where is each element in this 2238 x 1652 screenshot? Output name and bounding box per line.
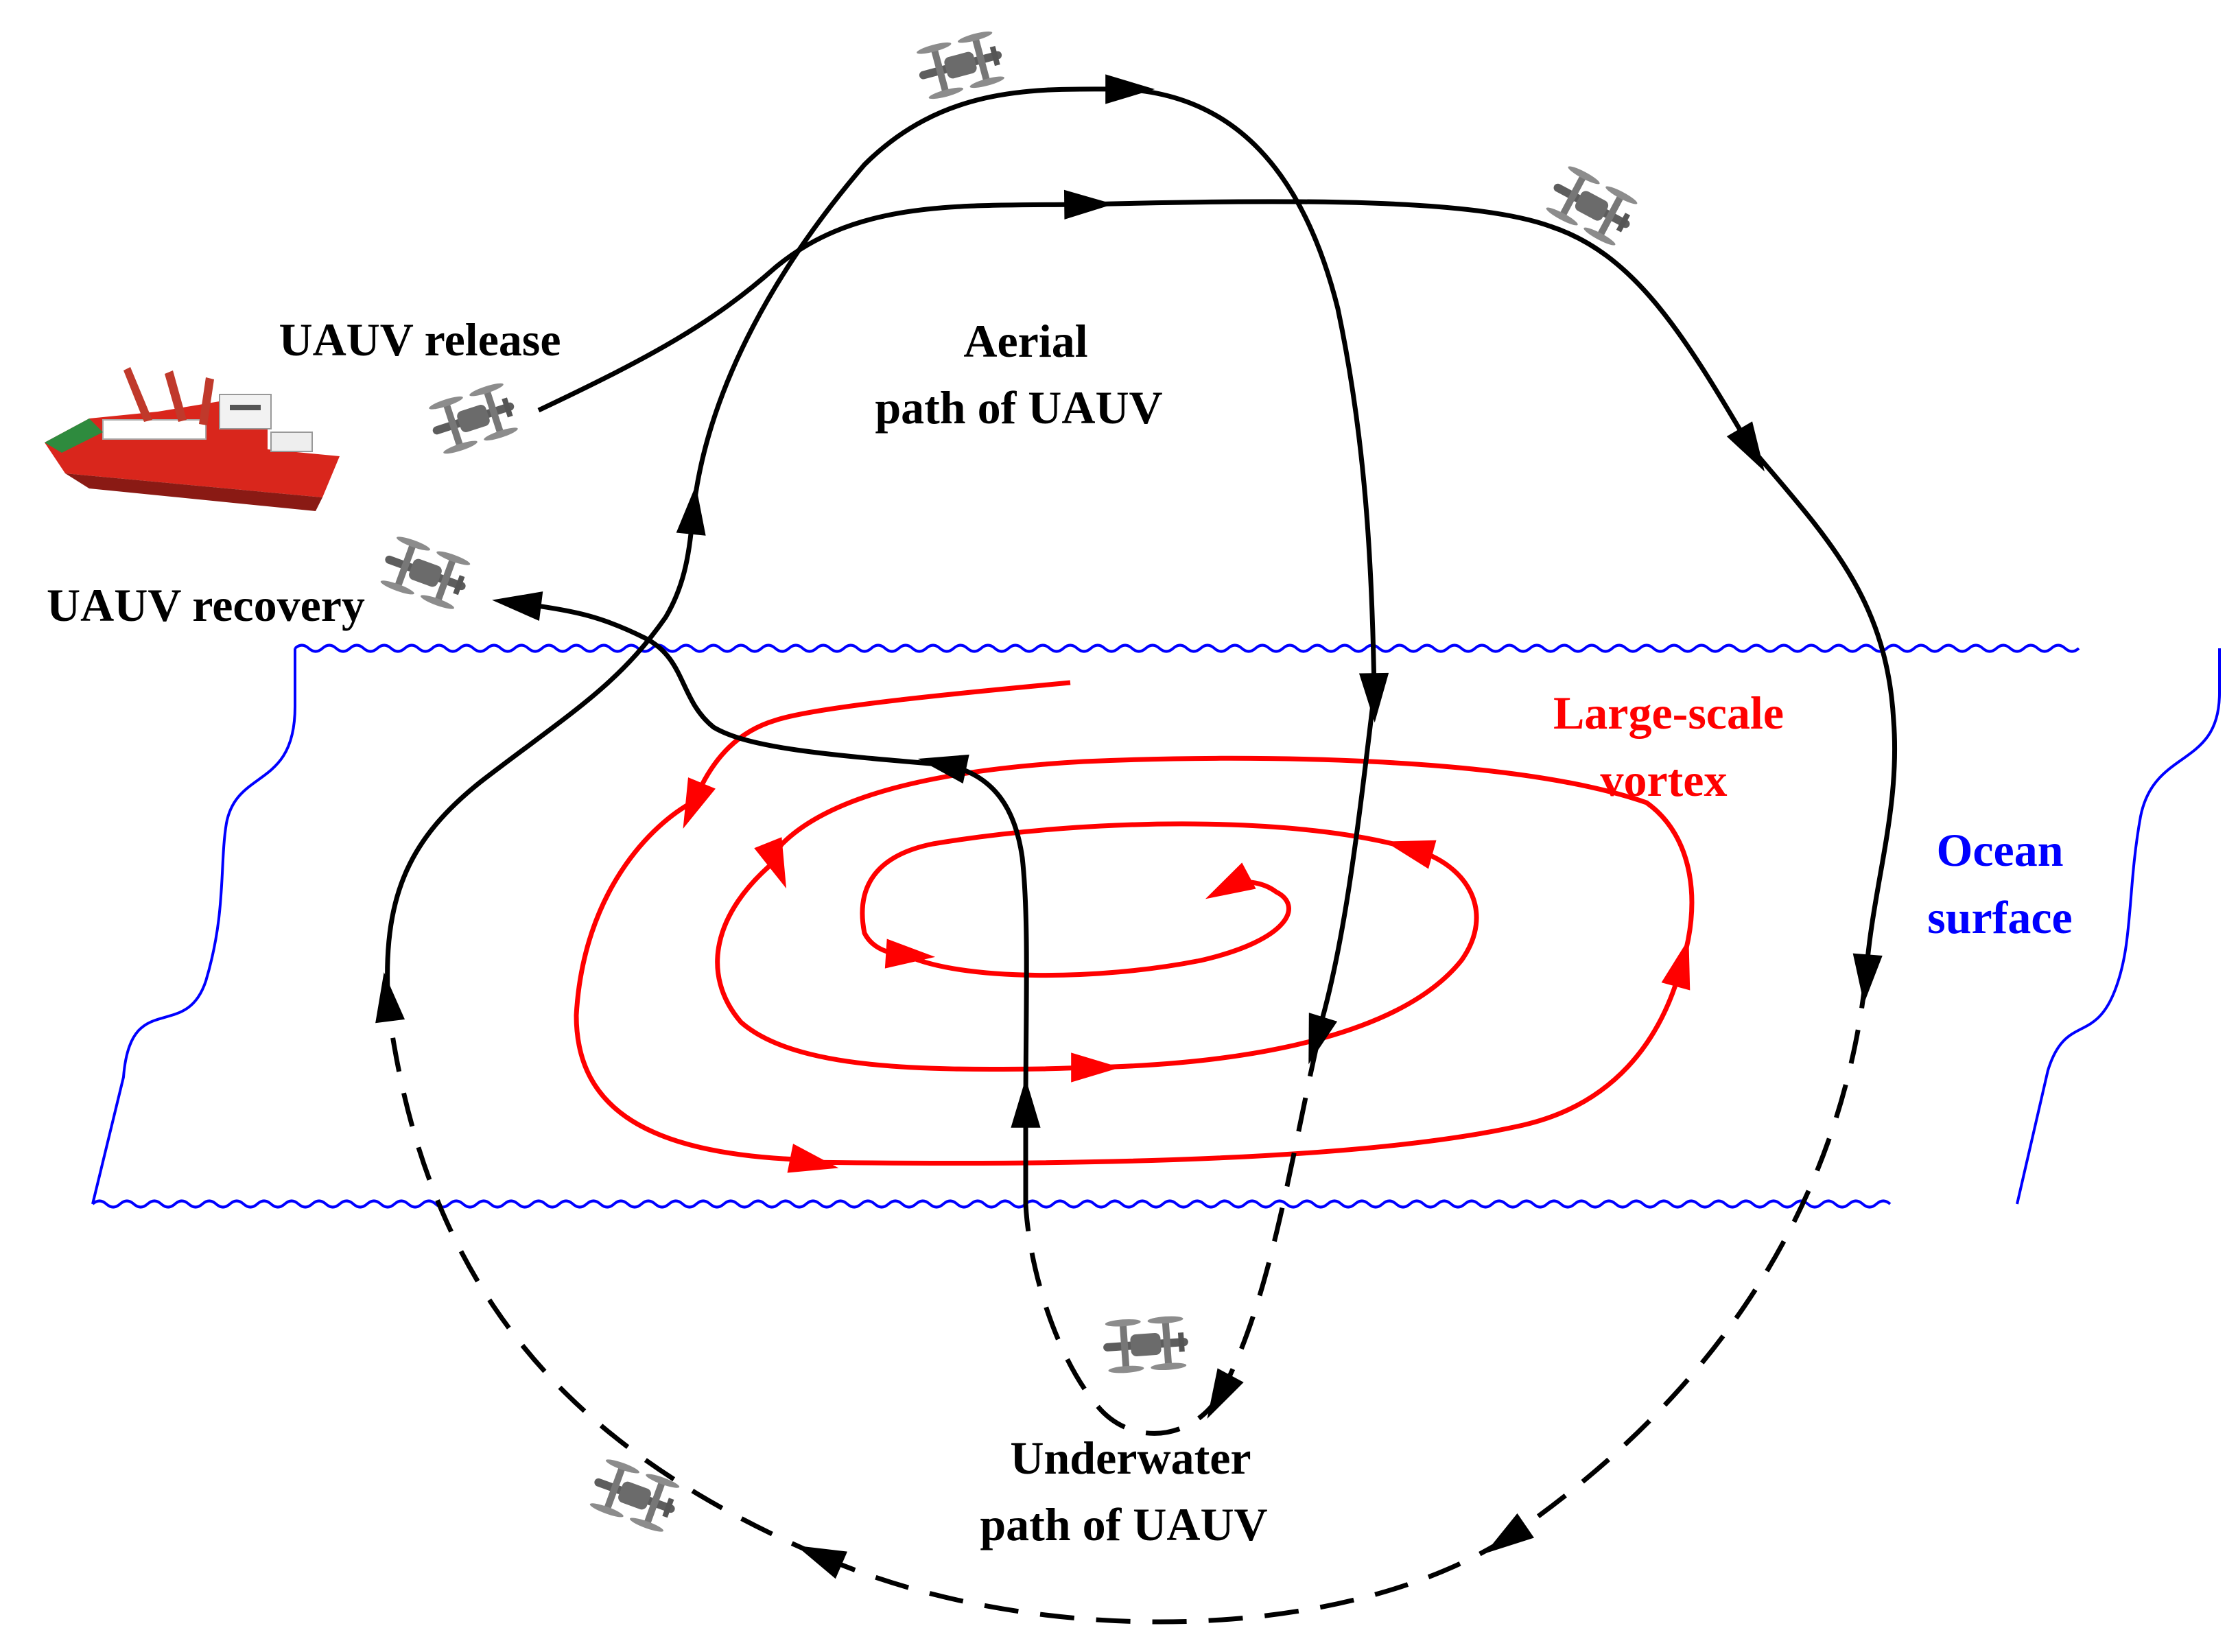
left-underwater-rise	[375, 972, 825, 1560]
underwater-path-label-line2: path of UAUV	[980, 1498, 1267, 1550]
vortex-arm-middle-left	[754, 837, 786, 889]
drone-icon	[912, 28, 1009, 102]
top-arc-descent	[1124, 86, 1389, 723]
ocean-left-edge	[91, 648, 296, 1205]
recovery-return-path	[492, 591, 947, 768]
vortex-arm-bottom-run	[809, 939, 1691, 1166]
uauv-recovery-label: UAUV recovery	[47, 579, 365, 631]
ocean-top-wave	[294, 644, 2080, 653]
center-underwater-loop	[1023, 1203, 1224, 1436]
vortex-spiral	[574, 680, 1695, 1173]
vortex-arm-outer-entry	[683, 680, 1071, 829]
vortex-arm-middle-loop	[715, 859, 1121, 1083]
vortex-arm-middle-right	[1090, 840, 1479, 1070]
underwater-paths	[375, 972, 1869, 1625]
ocean-right-edge	[2016, 648, 2221, 1205]
drone-icon	[424, 379, 523, 458]
aerial-paths	[385, 74, 1898, 1204]
ocean-surface-label-line1: Ocean	[1936, 824, 2063, 876]
vortex-arm-right-rise	[780, 755, 1695, 969]
vortex-arm-outer-loop	[574, 799, 797, 1162]
underwater-path-label-line1: Underwater	[1010, 1432, 1251, 1484]
center-descent	[1308, 692, 1377, 1065]
drone-icon	[585, 1456, 684, 1535]
center-underwater-dive	[1207, 1042, 1320, 1419]
drone-icon	[1541, 162, 1642, 250]
bottom-underwater-arc	[796, 1535, 1511, 1625]
aerial-path-label-line2: path of UAUV	[875, 381, 1162, 434]
vortex-arm-inner-top	[860, 821, 1415, 969]
vortex-label-line1: Large-scale	[1553, 687, 1784, 739]
drone-icon	[1101, 1314, 1190, 1375]
vortex-arm-inner-core	[904, 862, 1291, 978]
right-descent-to-ocean	[1747, 444, 1898, 1004]
release-path-across	[1083, 199, 1765, 472]
vortex-label-line2: vortex	[1600, 754, 1727, 806]
drone-icon	[376, 533, 475, 613]
left-ascent-upper	[690, 74, 1155, 515]
ocean-surface-band	[91, 644, 2221, 1209]
left-ascent	[385, 485, 706, 992]
right-underwater-dive	[1485, 974, 1869, 1554]
uauv-release-label: UAUV release	[279, 314, 561, 366]
release-path-to-top	[537, 189, 1114, 413]
ocean-bottom-wave	[91, 1199, 1892, 1209]
aerial-path-label-line1: Aerial	[963, 315, 1087, 367]
vertical-rise-upper	[917, 754, 1029, 1109]
ship-icon	[45, 367, 340, 511]
ocean-surface-label-line2: surface	[1927, 891, 2072, 943]
vortex-arm-outer-bottom	[787, 1144, 839, 1173]
